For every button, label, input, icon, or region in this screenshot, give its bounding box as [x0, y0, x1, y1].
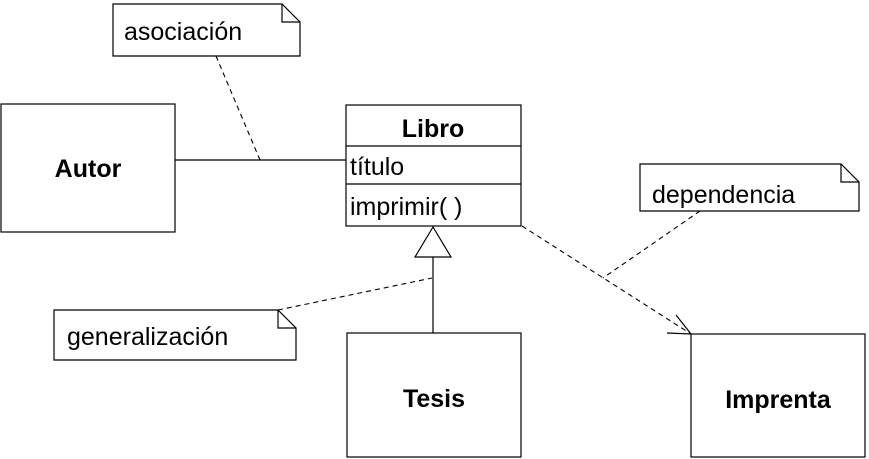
generalizacion-note-connector	[277, 277, 433, 311]
class-tesis-name: Tesis	[403, 385, 465, 413]
dependency-arrowhead	[666, 314, 693, 335]
class-libro-attribute: título	[350, 153, 404, 181]
note-generalizacion[interactable]: generalización	[53, 309, 297, 361]
class-imprenta-name: Imprenta	[725, 386, 832, 414]
note-dependencia-text: dependencia	[652, 181, 795, 209]
class-libro[interactable]: Libro título imprimir( )	[345, 104, 522, 227]
class-autor-name: Autor	[55, 155, 122, 183]
class-imprenta[interactable]: Imprenta	[690, 333, 866, 458]
asociacion-note-connector	[215, 55, 261, 161]
note-asociacion[interactable]: asociación	[112, 3, 301, 57]
class-autor[interactable]: Autor	[0, 103, 176, 233]
note-asociacion-text: asociación	[124, 18, 242, 46]
class-tesis[interactable]: Tesis	[346, 332, 522, 458]
note-generalizacion-text: generalización	[67, 323, 228, 351]
class-libro-operation: imprimir( )	[350, 193, 462, 221]
class-libro-name: Libro	[402, 115, 465, 143]
note-dependencia[interactable]: dependencia	[639, 163, 860, 212]
generalization-arrowhead	[413, 225, 453, 258]
dependency-line	[521, 225, 692, 335]
dependencia-note-connector	[602, 210, 701, 279]
